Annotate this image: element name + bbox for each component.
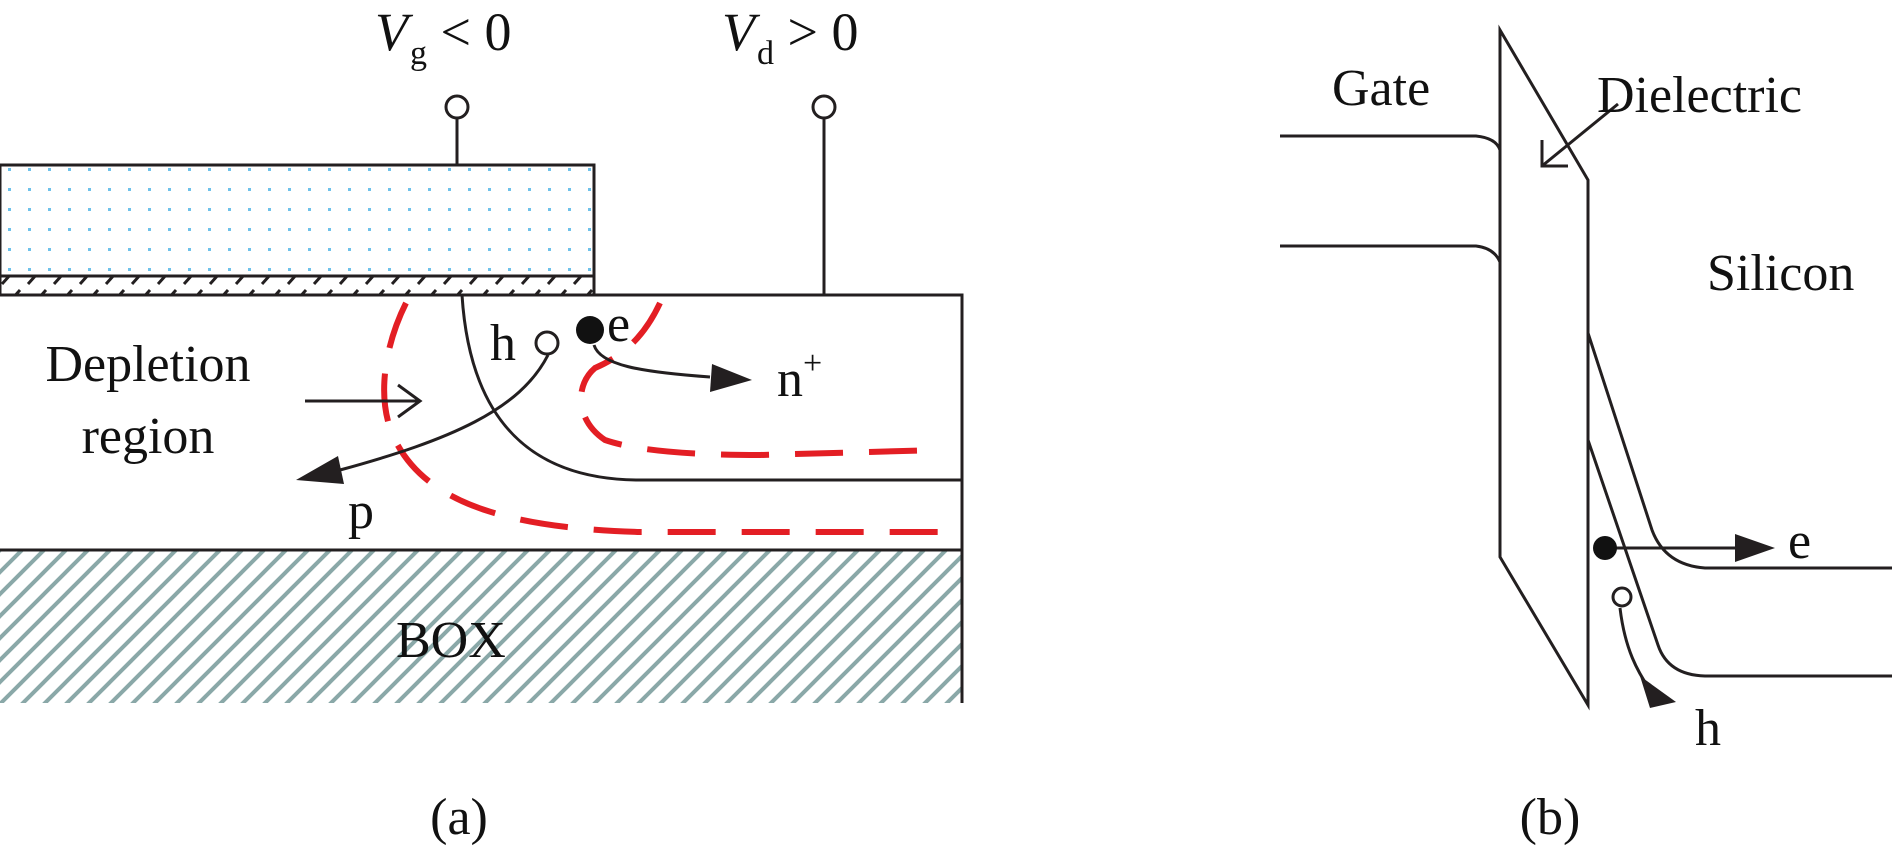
panel-a-caption: (a) <box>430 789 488 846</box>
hole-escape-arrow <box>1618 607 1676 708</box>
electron-to-nplus-arrow <box>592 344 752 392</box>
hole-carrier-b <box>1611 586 1633 608</box>
dielectric-layer <box>1498 24 1590 711</box>
gate-conduction-band <box>1280 134 1502 151</box>
box-label: BOX <box>396 612 506 669</box>
depletion-direction-arrow <box>305 383 423 419</box>
gate-electrode <box>0 163 596 278</box>
electron-escape-arrow <box>1605 534 1775 562</box>
drain-voltage-label: Vd > 0 <box>722 2 858 72</box>
depletion-region-label-line1: Depletion <box>45 336 250 393</box>
panel-a: Vg < 0 Vd > 0 Depletion region h e n+ p … <box>0 2 964 846</box>
junction-boundary <box>460 294 962 482</box>
dielectric-label: Dielectric <box>1597 67 1802 124</box>
electron-carrier <box>576 316 604 344</box>
electron-carrier-b <box>1593 536 1617 560</box>
hole-to-p-arrow <box>296 354 550 484</box>
hole-carrier <box>534 330 560 356</box>
depletion-boundary-outer <box>381 301 940 535</box>
panel-b: Gate Dielectric Silicon e h (b) <box>1280 24 1892 846</box>
silicon-label: Silicon <box>1707 245 1854 302</box>
electron-label: e <box>607 296 630 353</box>
dielectric-pointer-arrow <box>1540 102 1619 168</box>
silicon-conduction-band <box>1586 332 1892 570</box>
electron-label-b: e <box>1788 513 1811 570</box>
box-layer <box>0 550 962 703</box>
gate-label: Gate <box>1332 60 1430 117</box>
gate-voltage-label: Vg < 0 <box>375 2 511 72</box>
silicon-valence-band <box>1586 439 1892 678</box>
n-plus-label: n+ <box>777 345 822 408</box>
depletion-boundary-inner <box>578 301 941 459</box>
hole-label: h <box>490 315 516 372</box>
p-label: p <box>348 483 374 540</box>
depletion-region-label-line2: region <box>82 408 215 465</box>
gate-oxide <box>0 274 596 297</box>
gate-contact-terminal <box>444 94 470 120</box>
gate-valence-band <box>1280 244 1502 263</box>
hole-label-b: h <box>1695 700 1721 757</box>
panel-b-caption: (b) <box>1520 789 1581 846</box>
drain-contact-terminal <box>811 94 837 120</box>
